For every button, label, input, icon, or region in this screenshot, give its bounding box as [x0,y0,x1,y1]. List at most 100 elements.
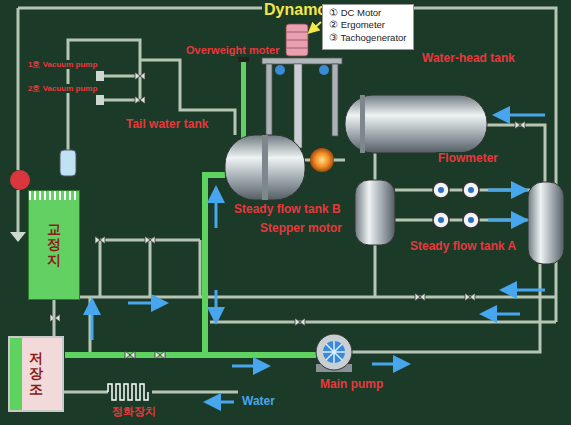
water-head-tank [345,95,487,153]
flow-arrow [212,401,234,404]
pump-label: 2호 Vacuum pump [26,84,99,93]
tail-water-tank [225,135,305,200]
flow-arrow [501,114,545,117]
pipe-line [351,264,540,352]
main-pump [316,334,352,372]
pipe-line [60,391,238,394]
part-label: Water-head tank [420,52,517,66]
vacuum-pump [96,71,104,81]
pump-label: 1호 Vacuum pump [26,60,99,69]
steady-flow-tank [355,180,564,264]
part-label: Stepper motor [258,222,344,236]
flowmeter-symbol [438,187,444,193]
dynamo-frame [275,65,285,75]
flow-arrow [215,290,218,316]
valve-symbol [415,293,425,301]
feed-pipe [65,175,316,355]
dynamo-frame [286,24,308,56]
part-label: Flowmeter [436,152,500,166]
flowmeter-symbol [463,212,479,228]
part-label: Tail water tank [124,118,210,132]
water-head-tank [360,95,365,153]
flow-arrow [488,313,520,316]
reservoir-tank: 저장조 [8,336,64,412]
tail-water-tank [225,135,305,200]
part-label: Overweight moter [184,44,282,57]
main-pump [323,341,345,363]
valve-symbol [515,121,525,129]
pipe-line [210,321,556,324]
sight-glass [60,150,76,176]
list-item: ③ Tachogenerator [329,32,407,44]
flowmeter-symbol [433,212,449,228]
filter-coil [108,384,148,400]
flowmeter-symbol [433,182,449,198]
pipe-line [102,60,235,135]
dynamo-frame [332,64,338,136]
valve-symbol [125,351,135,359]
pipe-line [374,152,377,183]
expansion-balloon [10,170,30,242]
vertical-label: 저장조 [29,351,43,397]
overweight-pole [238,56,249,138]
flow-arrow [488,189,520,192]
flowmeter-symbol [468,217,474,223]
title-label: Dynamo [262,1,329,19]
list-item: ② Ergometer [329,19,407,31]
flow-arrow [128,302,160,305]
valve-symbol [50,72,525,359]
steady-flow-tank [528,182,564,264]
overweight-pole [238,56,249,62]
water-head-tank [345,95,487,153]
tail-water-tank [262,135,268,200]
flowmeter-symbol [433,182,479,228]
part-label: 정화장치 [110,405,158,418]
vacuum-pump [96,95,104,105]
flowmeter-symbol [438,217,444,223]
flow-arrow [488,219,520,222]
part-label: Steady flow tank B [232,203,343,217]
feed-pipe [205,175,225,355]
pipe-line [18,8,556,392]
runner-disk [310,148,334,172]
main-pump [316,334,352,370]
valve-symbol [135,96,145,104]
expansion-balloon [10,232,26,242]
flow-arrow [91,306,94,340]
flowmeter-symbol [468,187,474,193]
pipe-line [100,240,200,297]
pipe-line [17,190,20,232]
valve-symbol [135,72,145,80]
dynamo-frame [262,58,342,64]
part-label: Main pump [318,378,385,392]
flow-arrow [92,115,545,402]
pipe-line [89,297,92,355]
overweight-pole [241,58,246,138]
inlet-label: Water [240,395,277,409]
pipe-connector [53,300,56,336]
pipe-line [18,8,556,322]
pipe-line [17,8,20,170]
valve-symbol [295,318,305,326]
valve-symbol [155,351,165,359]
component-list: ① DC Motor② Ergometer③ Tachogenerator [322,4,414,50]
pointer-arrow [312,22,321,30]
list-item: ① DC Motor [329,7,407,19]
flow-arrow [372,363,402,366]
filter-coil [108,384,148,400]
flow-arrow [232,365,262,368]
pipe-line [395,190,530,220]
runner-disk [310,148,334,172]
pointer-arrow [312,22,321,30]
calibration-tank: 교정지 [28,190,80,300]
dynamo-frame [294,64,302,148]
expansion-balloon [10,170,30,190]
part-label: Steady flow tank A [408,240,518,254]
flow-arrow [508,289,545,292]
flowmeter-symbol [463,182,479,198]
dynamo-frame [319,65,329,75]
valve-symbol [145,236,155,244]
main-pump [323,341,345,363]
steady-flow-tank [355,180,395,245]
valve-symbol [95,236,105,244]
